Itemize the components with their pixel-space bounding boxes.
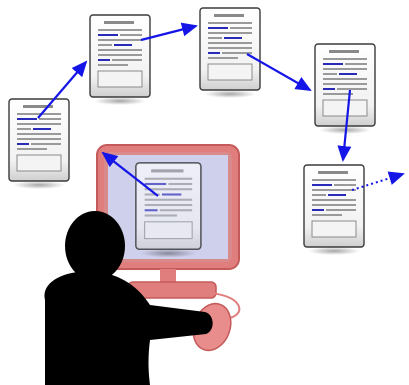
document-page-icon (199, 7, 261, 99)
arrow-icon (101, 151, 159, 197)
doc-4[interactable] (314, 43, 376, 135)
doc-on-screen[interactable] (135, 162, 202, 259)
document-page-icon (303, 164, 365, 256)
document-page-icon (314, 43, 376, 135)
arrow-icon (140, 22, 198, 42)
arrow-icon (351, 171, 405, 191)
user-silhouette-icon (44, 211, 213, 385)
doc-2[interactable] (89, 14, 151, 106)
monitor-neck (160, 269, 176, 283)
document-page-icon (8, 98, 70, 190)
link-arrows (37, 22, 405, 197)
doc-1[interactable] (8, 98, 70, 190)
doc-3[interactable] (199, 7, 261, 99)
arrow-icon (246, 53, 312, 91)
arrow-icon (337, 89, 352, 162)
document-page-icon (89, 14, 151, 106)
arrow-icon (37, 60, 88, 119)
mouse-cable (175, 289, 241, 319)
doc-5[interactable] (303, 164, 365, 256)
